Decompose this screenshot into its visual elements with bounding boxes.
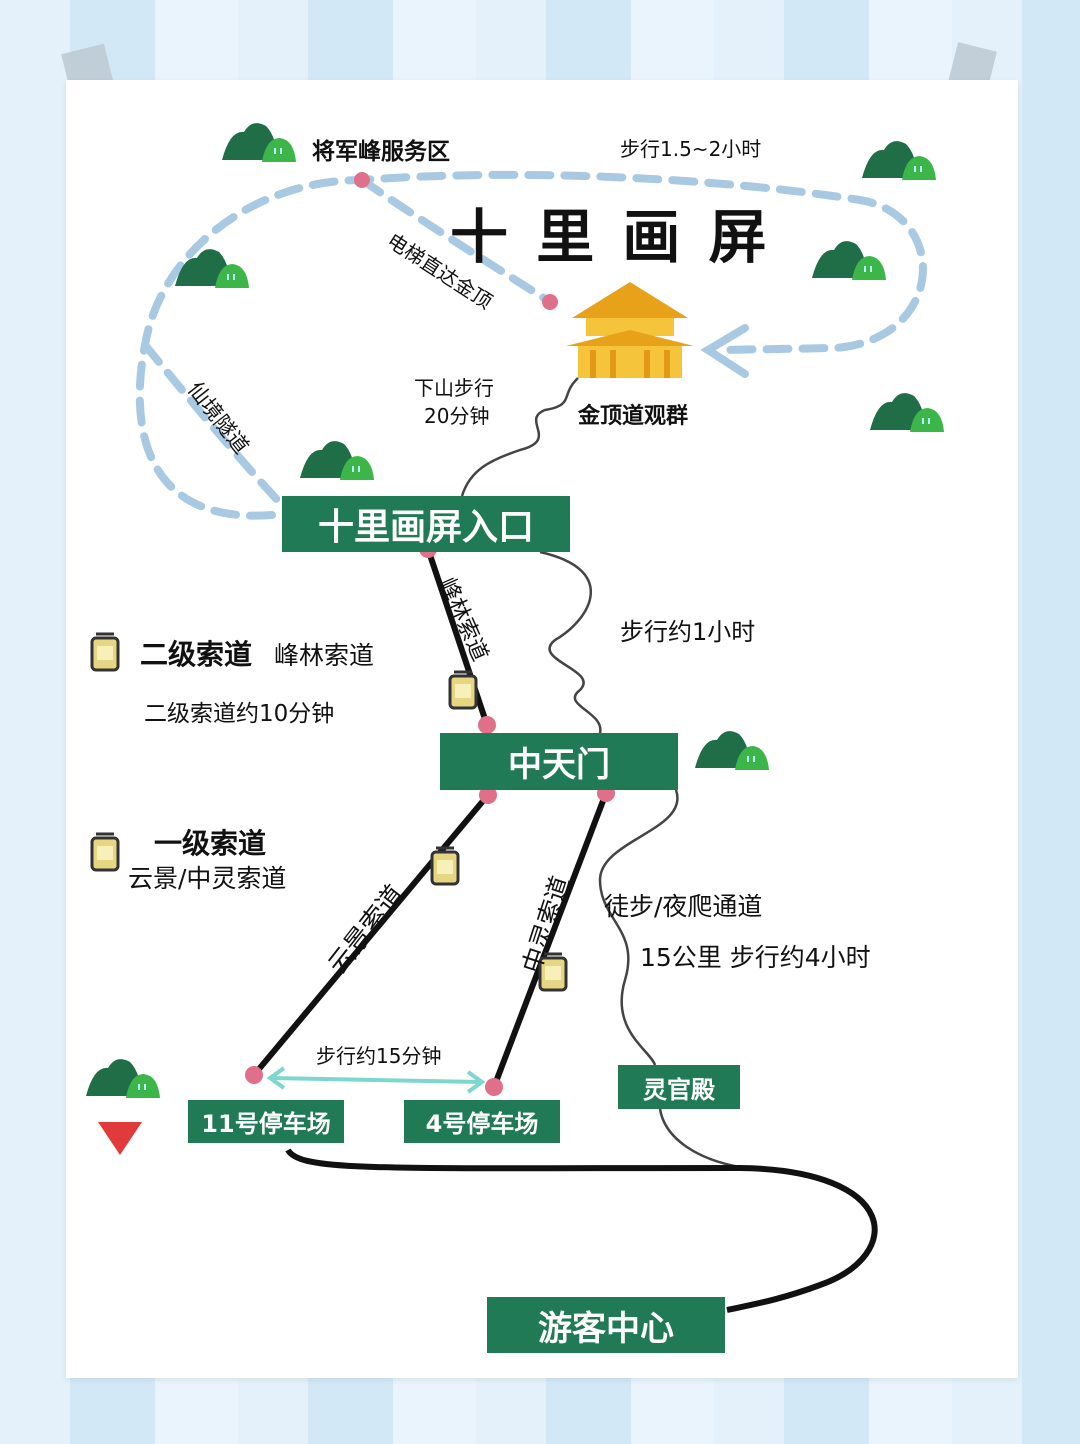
page-title: 十 里 画 屏 <box>450 203 771 271</box>
mountain-icon <box>812 241 886 280</box>
station-parking-4: 4号停车场 <box>404 1100 560 1143</box>
cable-car-icon <box>448 670 478 710</box>
cable-car-icon <box>90 632 120 672</box>
legend-level2-title: 二级索道 <box>140 638 253 671</box>
cable-car-icon <box>90 832 120 872</box>
station-visitor-center: 游客中心 <box>487 1297 725 1353</box>
mountain-icon <box>300 441 374 480</box>
location-marker-icon <box>98 1122 142 1155</box>
legend-level2-name: 峰林索道 <box>274 641 375 670</box>
downhill-time-label: 20分钟 <box>424 404 490 428</box>
arrow-icon <box>700 324 749 378</box>
legend-level2-time: 二级索道约10分钟 <box>144 701 335 727</box>
mountain-icon <box>870 393 944 432</box>
service-area-label: 将军峰服务区 <box>312 139 450 165</box>
station-entrance: 十里画屏入口 <box>282 496 570 552</box>
station-lingguandian: 灵官殿 <box>618 1065 740 1109</box>
legend-level1-title: 一级索道 <box>154 827 267 860</box>
station-parking-11: 11号停车场 <box>188 1100 344 1143</box>
walk-1h-label: 步行约1小时 <box>620 618 756 646</box>
mountain-icon <box>862 141 936 180</box>
road <box>285 1148 878 1313</box>
temple-label: 金顶道观群 <box>578 404 689 429</box>
hiking-route-label: 徒步/夜爬通道 <box>604 892 763 921</box>
double-arrow-icon <box>266 1066 486 1094</box>
mountain-icon <box>695 731 769 770</box>
ropeway-lines <box>251 548 609 1089</box>
hiking-detail-label: 15公里 步行约4小时 <box>640 943 871 972</box>
downhill-label: 下山步行 <box>414 376 494 400</box>
temple-icon <box>566 282 694 378</box>
mountain-icon <box>86 1059 160 1098</box>
mountain-icon <box>222 123 296 162</box>
walk-time-label: 步行1.5~2小时 <box>620 137 762 161</box>
legend-level1-names: 云景/中灵索道 <box>128 864 287 893</box>
station-zhongtianmen: 中天门 <box>440 733 678 790</box>
cable-car-icon <box>430 846 460 886</box>
walk-15min-label: 步行约15分钟 <box>316 1044 442 1068</box>
dashed-walking-loop <box>135 170 927 520</box>
walking-path <box>460 377 741 1169</box>
